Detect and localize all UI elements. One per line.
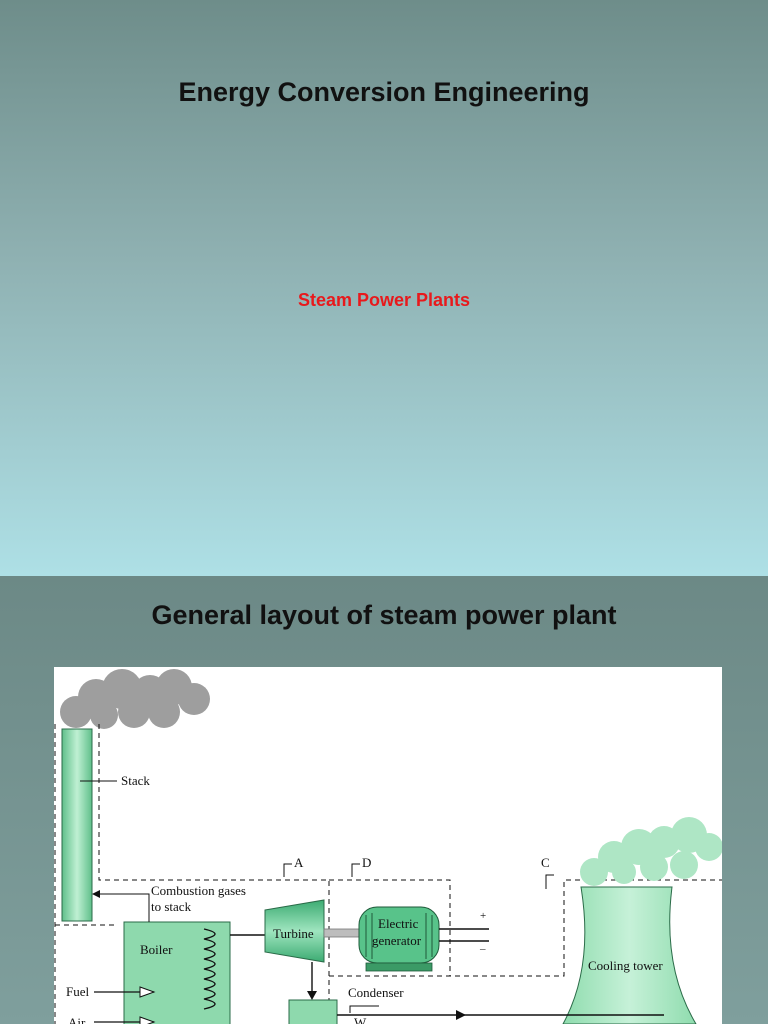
- plus-terminal-label: +: [480, 910, 487, 922]
- fuel-label: Fuel: [66, 984, 90, 999]
- boundary-d-label: D: [362, 855, 372, 870]
- diagram-drawing: [54, 669, 722, 1024]
- turbine-shape: [264, 899, 325, 963]
- combustion-gases-label-line2: to stack: [151, 899, 192, 914]
- smoke-cloud-tower: [580, 817, 722, 886]
- water-label-partial: W: [354, 1015, 367, 1024]
- generator-label-line1: Electric: [378, 916, 419, 931]
- layout-slide: General layout of steam power plant: [0, 576, 768, 1024]
- slide-subtitle: Steam Power Plants: [297, 290, 471, 310]
- air-label: Air: [68, 1015, 86, 1024]
- stack-label: Stack: [121, 773, 150, 788]
- boiler-label: Boiler: [140, 942, 173, 957]
- minus-terminal-label: –: [480, 943, 486, 955]
- condenser-box: [288, 999, 338, 1024]
- cooling-tower-label: Cooling tower: [588, 958, 663, 973]
- electric-generator-shape: [358, 906, 440, 972]
- cooling-tower-body: [562, 886, 697, 1024]
- generator-label-line2: generator: [372, 933, 422, 948]
- smoke-cloud-stack: [60, 669, 210, 729]
- slide-title: General layout of steam power plant: [151, 600, 617, 630]
- combustion-gases-label-line1: Combustion gases: [151, 883, 246, 898]
- stack-chimney: [61, 728, 93, 922]
- title-slide: Energy Conversion Engineering Steam Powe…: [0, 0, 768, 576]
- steam-plant-diagram: Stack Combustion gases to stack Boiler T…: [54, 667, 722, 1024]
- condenser-label: Condenser: [348, 985, 404, 1000]
- slide-title: Energy Conversion Engineering: [178, 77, 590, 107]
- turbine-label: Turbine: [273, 926, 314, 941]
- boundary-a-label: A: [294, 855, 304, 870]
- boundary-c-label: C: [541, 855, 550, 870]
